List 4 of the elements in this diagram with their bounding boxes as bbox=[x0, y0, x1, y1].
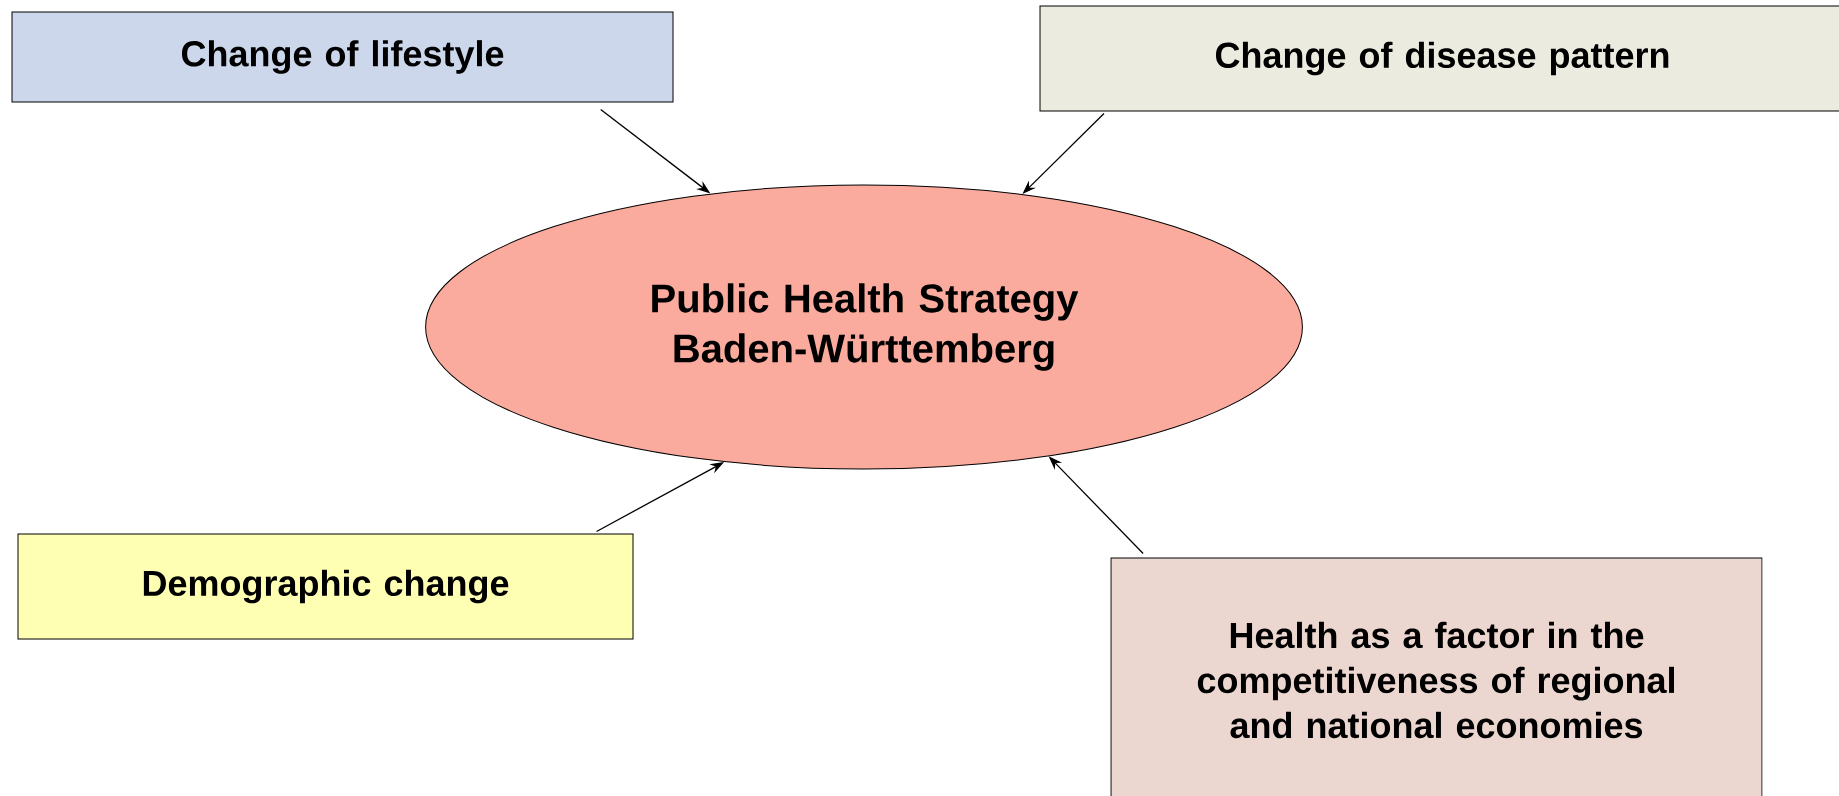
factor-box: Demographic change bbox=[17, 533, 634, 640]
factor-box: Health as a factor in the competitiveness of regional and national economies bbox=[1110, 557, 1763, 796]
factor-box: Change of disease pattern bbox=[1039, 5, 1839, 112]
factor-box: Change of lifestyle bbox=[11, 11, 674, 103]
